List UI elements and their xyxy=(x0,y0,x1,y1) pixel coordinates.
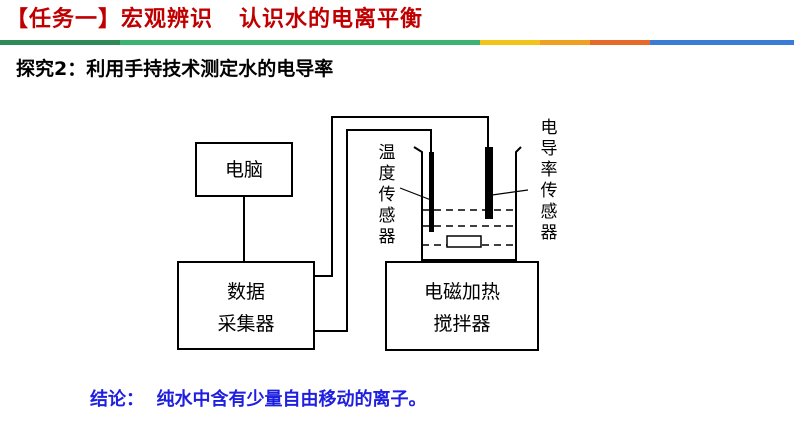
temp-sensor-char-2: 度 xyxy=(379,164,396,184)
temp-sensor-char-5: 器 xyxy=(379,227,396,247)
stir-bar xyxy=(446,235,482,248)
title-divider-bar xyxy=(0,40,794,45)
temp-sensor-char-3: 传 xyxy=(379,185,396,205)
section-subtitle: 探究2：利用手持技术测定水的电导率 xyxy=(16,58,334,80)
bar-segment-5 xyxy=(590,40,650,45)
beaker xyxy=(413,146,522,261)
cond-sensor-char-2: 导 xyxy=(541,139,558,159)
wire-temperature-sensor xyxy=(314,116,489,277)
bar-segment-1 xyxy=(0,40,120,45)
leader-cond-sensor xyxy=(491,189,529,196)
computer-label: 电脑 xyxy=(225,159,263,181)
bar-segment-2 xyxy=(120,40,480,45)
temp-sensor-char-4: 感 xyxy=(379,206,396,226)
leader-temp-sensor xyxy=(399,187,432,201)
collector-label-line1: 数据 xyxy=(227,281,265,303)
conclusion-label: 结论： xyxy=(90,389,144,410)
cond-sensor-char-6: 器 xyxy=(541,223,558,243)
collector-label-line2: 采集器 xyxy=(217,313,274,335)
temperature-sensor-probe xyxy=(429,152,434,232)
bar-segment-3 xyxy=(480,40,540,45)
stirrer-label-line1: 电磁加热 xyxy=(424,281,500,303)
bar-segment-4 xyxy=(540,40,590,45)
conductivity-sensor-probe xyxy=(485,147,493,219)
stirrer-box xyxy=(385,261,539,351)
cond-sensor-char-5: 感 xyxy=(541,202,558,222)
cond-sensor-char-1: 电 xyxy=(541,118,558,138)
stirrer-label-line2: 搅拌器 xyxy=(433,313,490,335)
data-collector-box xyxy=(177,261,315,350)
bar-segment-6 xyxy=(650,40,794,45)
page-title: 【任务一】宏观辨识 认识水的电离平衡 xyxy=(6,6,423,32)
cond-sensor-char-4: 传 xyxy=(541,181,558,201)
temp-sensor-char-1: 温 xyxy=(379,143,396,163)
cond-sensor-char-3: 率 xyxy=(541,160,558,180)
conclusion-text: 纯水中含有少量自由移动的离子。 xyxy=(156,389,427,410)
conclusion: 结论： 纯水中含有少量自由移动的离子。 xyxy=(90,385,427,411)
